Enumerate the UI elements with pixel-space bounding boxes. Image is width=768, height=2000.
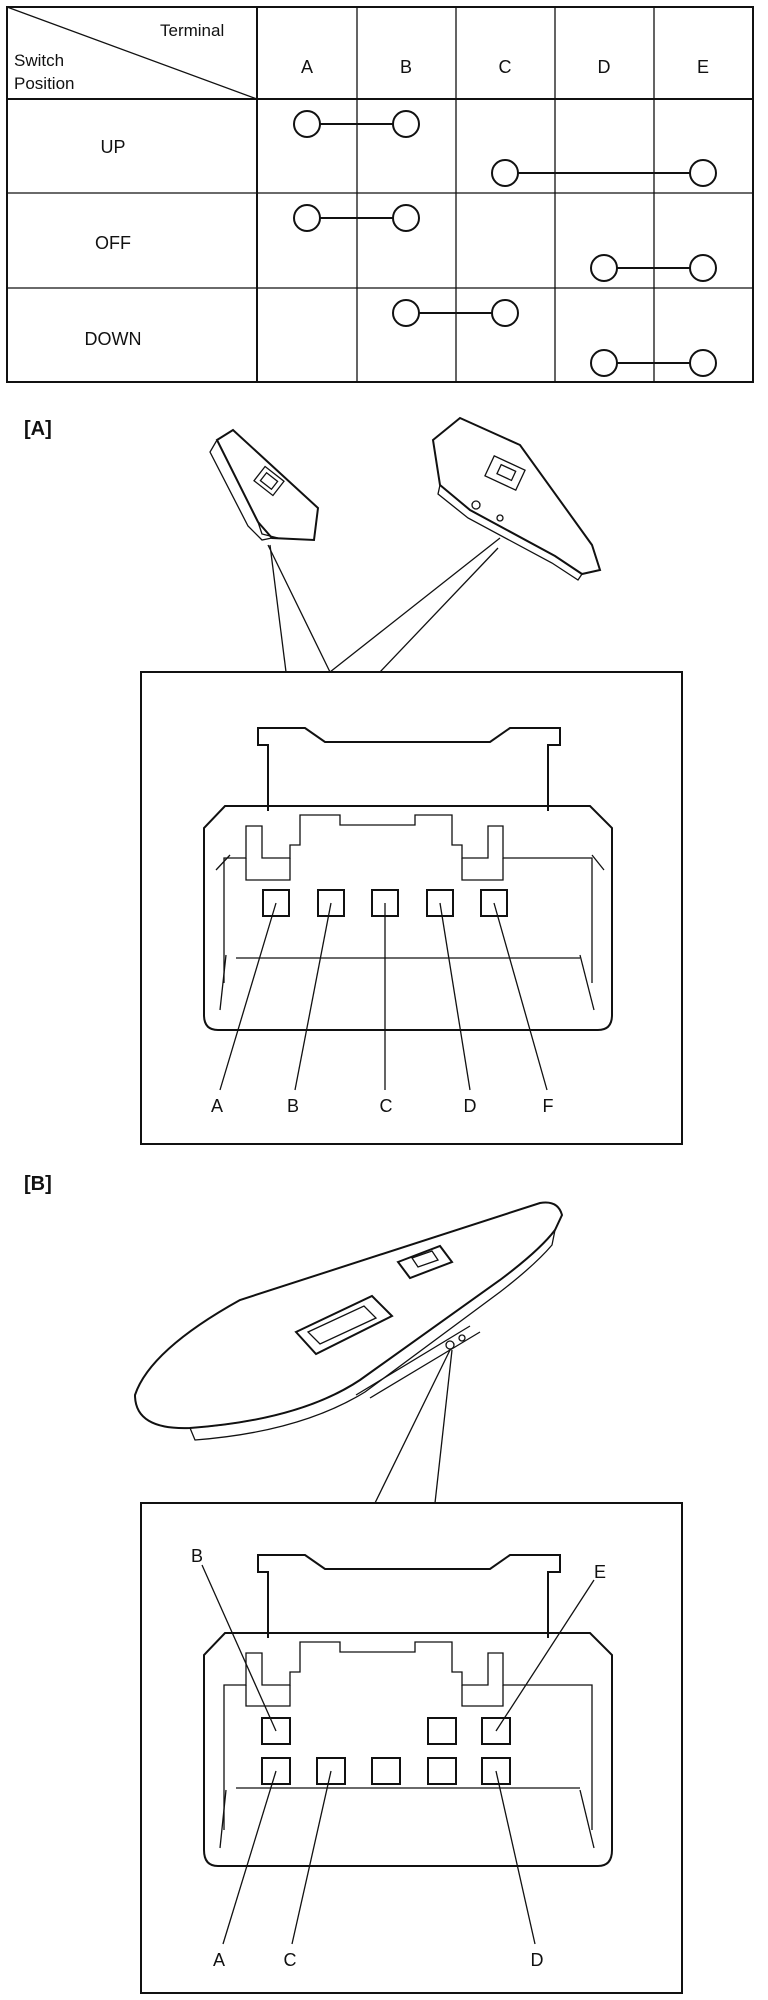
pin-label-b-b: B — [191, 1546, 203, 1566]
pin-a-f — [480, 889, 508, 917]
pin-b-d — [481, 1757, 511, 1785]
small-switch-illustration — [209, 428, 320, 542]
terminal-header-e: E — [697, 57, 709, 77]
connector-a-frame — [140, 671, 683, 1145]
connector-b-pins — [261, 1717, 511, 1785]
terminal-header-d: D — [598, 57, 611, 77]
connection-down-d-e — [590, 349, 717, 377]
switch-b-illustration — [133, 1201, 564, 1441]
pin-a-d — [426, 889, 454, 917]
section-b-callout-lines — [374, 1349, 453, 1504]
connector-b-leaders — [201, 1564, 595, 1945]
large-switch-illustration — [431, 416, 602, 581]
pin-label-b-d: D — [531, 1950, 544, 1970]
connector-a-pins — [262, 889, 508, 917]
pin-label-a-a: A — [211, 1096, 223, 1116]
connector-b-body — [203, 1554, 613, 1867]
pin-label-b-c: C — [284, 1950, 297, 1970]
connection-up-c-e — [491, 159, 717, 187]
section-b-label: [B] — [24, 1173, 52, 1195]
header-diagonal — [6, 6, 258, 100]
pin-b-e — [481, 1717, 511, 1745]
pin-b-a — [261, 1757, 291, 1785]
connector-a-body — [203, 727, 613, 1031]
connector-a-leaders — [219, 902, 548, 1091]
row-label-off: OFF — [95, 233, 131, 253]
connection-down-b-c — [392, 299, 519, 327]
terminal-header: Terminal — [160, 21, 224, 40]
connection-off-d-e — [590, 254, 717, 282]
continuity-table: Terminal Switch Position A B C D E UP OF… — [6, 6, 754, 383]
pin-label-a-d: D — [464, 1096, 477, 1116]
pin-b-bottom-3 — [371, 1757, 401, 1785]
connector-b-frame — [140, 1502, 683, 1994]
pin-b-bottom-4 — [427, 1757, 457, 1785]
position-header: Position — [14, 74, 74, 93]
terminal-header-a: A — [301, 57, 313, 77]
connection-up-a-b — [293, 110, 420, 138]
pin-b-b — [261, 1717, 291, 1745]
row-label-down: DOWN — [85, 329, 142, 349]
section-a-callout-lines — [267, 537, 501, 673]
terminal-header-b: B — [400, 57, 412, 77]
table-border — [6, 6, 754, 383]
connection-off-a-b — [293, 204, 420, 232]
pin-label-b-e: E — [594, 1562, 606, 1582]
section-a-label: [A] — [24, 418, 52, 440]
row-label-up: UP — [100, 137, 125, 157]
pin-label-b-a: A — [213, 1950, 225, 1970]
pin-label-a-c: C — [380, 1096, 393, 1116]
pin-label-a-f: F — [543, 1096, 554, 1116]
switch-header: Switch — [14, 51, 64, 70]
pin-label-a-b: B — [287, 1096, 299, 1116]
pin-b-c — [316, 1757, 346, 1785]
pin-a-a — [262, 889, 290, 917]
pin-a-b — [317, 889, 345, 917]
terminal-header-c: C — [499, 57, 512, 77]
pin-b-top-4 — [427, 1717, 457, 1745]
